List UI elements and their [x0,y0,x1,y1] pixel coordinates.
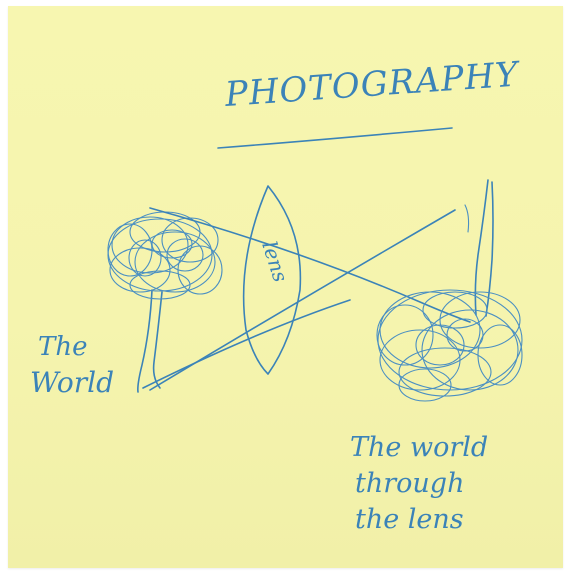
lens-label: lens [257,238,293,285]
title-underline [218,128,452,148]
right-tree-canopy [377,290,522,401]
right-label-line-2: through [355,468,464,499]
right-label-line-1: The world [350,432,488,463]
left-label-line-1: The [38,332,87,362]
right-label-line-3: the lens [355,504,464,535]
left-tree-canopy [108,212,222,299]
right-tree-trunk-edge [486,182,493,316]
left-tree-trunk [138,290,152,392]
right-tree-root [465,205,469,232]
title-text: PHOTOGRAPHY [223,54,523,115]
left-label-line-2: World [30,366,114,399]
left-tree-trunk-edge [154,292,162,388]
